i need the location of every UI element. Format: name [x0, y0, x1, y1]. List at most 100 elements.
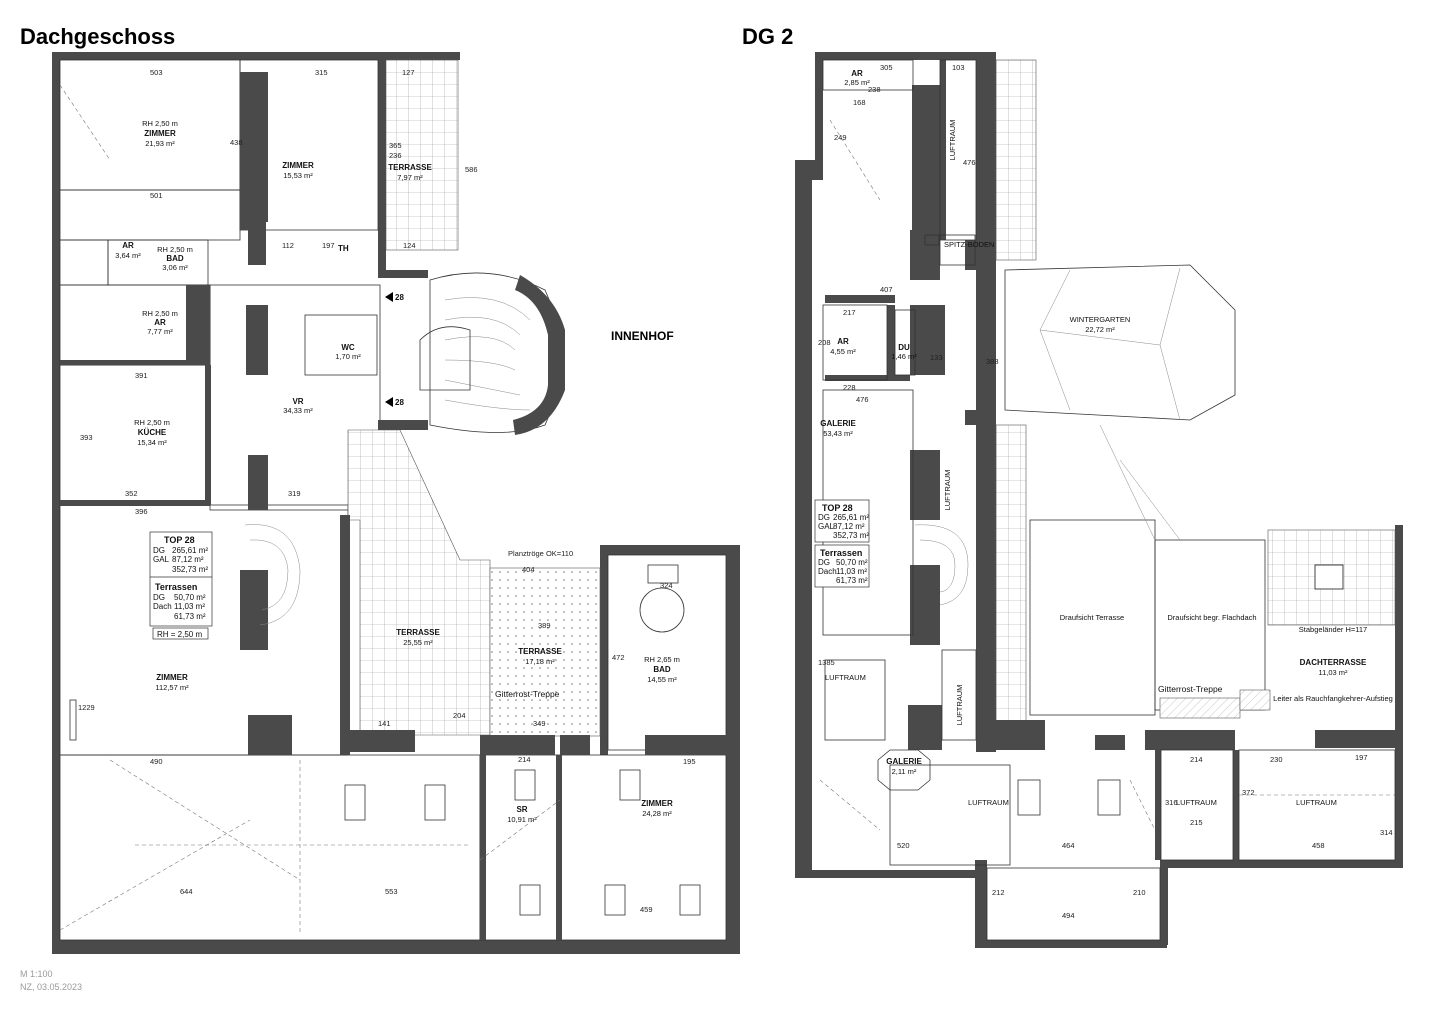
room-area: 24,28 m² [642, 809, 672, 818]
dim-l-1: 315 [315, 68, 328, 77]
room-height: RH 2,50 m [142, 309, 178, 318]
dim-l-14: 396 [135, 507, 148, 516]
room-wc: WC 1,70 m² [335, 343, 361, 361]
room-terrasse-1: TERRASSE 7,97 m² [388, 163, 432, 182]
room-name: AR [837, 337, 849, 346]
room-area: 11,03 m² [1318, 668, 1348, 677]
room-area: 15,34 m² [137, 438, 167, 447]
room-du: DU 1,46 m² [891, 343, 917, 361]
room-ar-mid: AR 4,55 m² [830, 337, 856, 356]
terr-value: 61,73 m² [836, 576, 868, 585]
dim-l-21: 644 [180, 887, 193, 896]
marker-28-a: 28 [395, 293, 404, 302]
dim-l-9: 197 [322, 241, 335, 250]
dim-r-17: 210 [1133, 888, 1146, 897]
dim-r-14: 520 [897, 841, 910, 850]
dim-l-27: 204 [453, 711, 466, 720]
dim-l-22: 553 [385, 887, 398, 896]
title-dachgeschoss: Dachgeschoss [20, 24, 175, 49]
label-gitterrost-right: Gitterrost-Treppe [1158, 684, 1223, 694]
dim-l-23: 459 [640, 905, 653, 914]
row-key: GAL [818, 522, 835, 531]
row-value: 265,61 m² [172, 546, 208, 555]
plan-dachgeschoss: 503 315 127 438 365 236 586 501 124 197 … [20, 52, 740, 992]
dim-r-9: 228 [843, 383, 856, 392]
label-stabgelaender: Stabgeländer H=117 [1299, 625, 1367, 634]
room-name: TERRASSE [388, 163, 432, 172]
room-name: DU [898, 343, 910, 352]
dim-r-18: 494 [1062, 911, 1075, 920]
room-name: BAD [166, 254, 184, 263]
dim-l-7: 501 [150, 191, 163, 200]
room-spitzboden: SPITZ-BODEN [944, 240, 994, 249]
room-galerie-2: GALERIE 2,11 m² [886, 757, 922, 776]
room-zimmer-2: ZIMMER 15,53 m² [282, 161, 314, 180]
room-zimmer-1: RH 2,50 m ZIMMER 21,93 m² [142, 119, 178, 148]
label-draufsicht-flachdach: Draufsicht begr. Flachdach [1167, 613, 1256, 622]
dim-r-7: 208 [818, 338, 831, 347]
dim-l-24: 1229 [78, 703, 95, 712]
terr-value: 11,03 m² [174, 602, 205, 611]
room-area: 3,06 m² [162, 263, 188, 272]
room-height: RH 2,50 m [157, 245, 193, 254]
dim-l-25: 214 [518, 755, 531, 764]
row-key: GAL [153, 555, 170, 564]
top28-table-right: TOP 28 DG 265,61 m² GAL 87,12 m² 352,73 … [814, 499, 869, 588]
room-name: GALERIE [820, 419, 856, 428]
dim-r-26: 214 [1190, 755, 1203, 764]
room-area: 21,93 m² [145, 139, 175, 148]
room-name: WC [341, 343, 355, 352]
room-vr: VR 34,33 m² [283, 397, 313, 415]
dim-r-19: 316 [1165, 798, 1178, 807]
label-gitterrost-left: Gitterrost-Treppe [495, 689, 560, 699]
room-area: 7,97 m² [397, 173, 423, 182]
terr-value: 50,70 m² [836, 558, 868, 567]
dim-r-1: 103 [952, 63, 965, 72]
label-innenhof: INNENHOF [611, 329, 674, 343]
dim-l-17: 389 [538, 621, 551, 630]
dim-r-15: 464 [1062, 841, 1075, 850]
title-dg2: DG 2 [742, 24, 793, 49]
row-key: DG [153, 546, 165, 555]
room-wintergarten-area: 22,72 m² [1085, 325, 1115, 334]
room-ar-top: AR 2,85 m² [844, 69, 870, 87]
dim-l-16: 404 [522, 565, 535, 574]
dim-r-24: 230 [1270, 755, 1283, 764]
room-area: 2,11 m² [892, 767, 917, 776]
room-area: 14,55 m² [647, 675, 677, 684]
room-name: ZIMMER [156, 673, 188, 682]
room-area: 17,18 m² [525, 657, 555, 666]
row-value: 352,73 m² [833, 531, 869, 540]
dim-r-13: 1385 [818, 658, 835, 667]
dim-l-13: 352 [125, 489, 138, 498]
dim-l-5: 236 [389, 151, 402, 160]
room-area: 1,46 m² [891, 352, 917, 361]
dim-l-19: 472 [612, 653, 625, 662]
room-height: RH 2,50 m [134, 418, 170, 427]
dim-r-6: 217 [843, 308, 856, 317]
room-height: RH 2,65 m [644, 655, 680, 664]
room-name: ZIMMER [144, 129, 176, 138]
room-luftraum-6: LUFTRAUM [1176, 798, 1217, 807]
dim-r-11: 133 [930, 353, 943, 362]
terr-value: 11,03 m² [836, 567, 867, 576]
room-th: TH [338, 244, 349, 253]
label-pflanztroege: Planztröge OK=110 [508, 549, 573, 558]
room-sr: SR 10,91 m² [507, 805, 537, 824]
room-area: 10,91 m² [507, 815, 537, 824]
top28-table-left: TOP 28 DG 265,61 m² GAL 87,12 m² 352,73 … [149, 531, 213, 627]
dim-l-26: 141 [378, 719, 391, 728]
terr-title: Terrassen [820, 548, 862, 558]
label-draufsicht-terrasse: Draufsicht Terrasse [1060, 613, 1124, 622]
dim-r-16: 212 [992, 888, 1005, 897]
dim-l-11: 391 [135, 371, 148, 380]
room-luftraum-7: LUFTRAUM [1296, 798, 1337, 807]
terr-value: 50,70 m² [174, 593, 206, 602]
room-name: TERRASSE [518, 647, 562, 656]
footer-date: NZ, 03.05.2023 [20, 982, 82, 992]
row-value: 87,12 m² [833, 522, 865, 531]
room-terrasse-3: TERRASSE 17,18 m² [518, 647, 562, 666]
room-name: AR [154, 318, 166, 327]
dim-l-8: 124 [403, 241, 416, 250]
room-area: 4,55 m² [830, 347, 856, 356]
